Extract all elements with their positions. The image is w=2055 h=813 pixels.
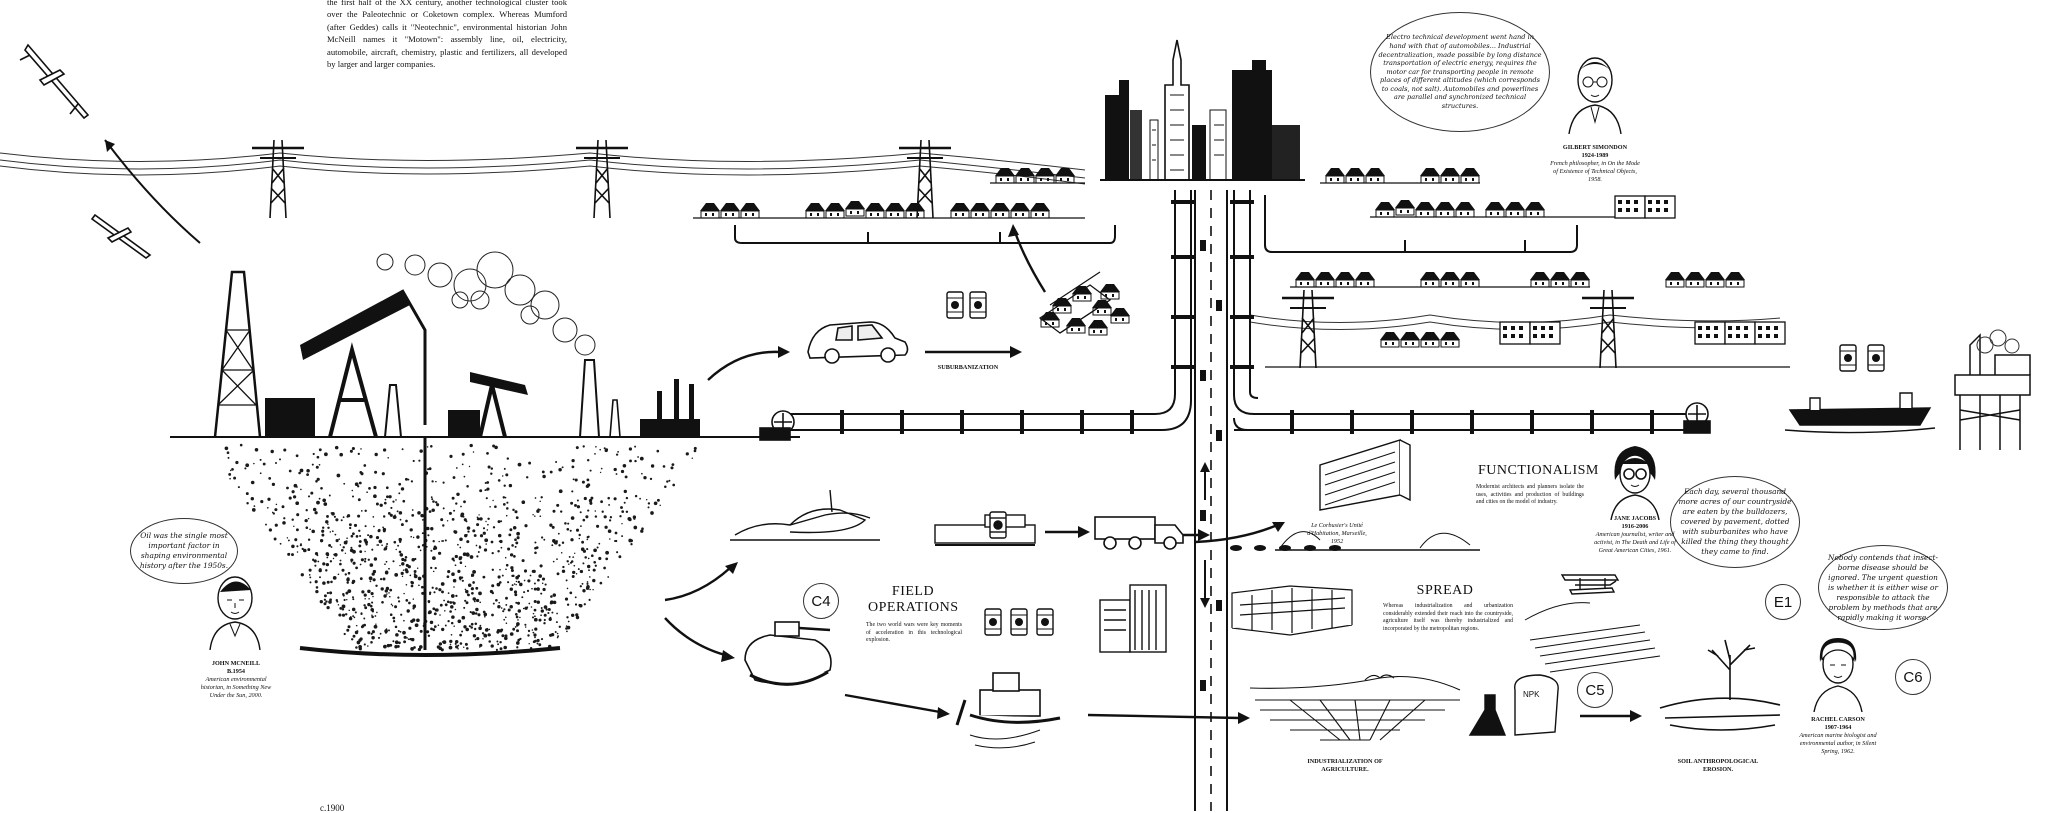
fertilizer-sack-icon — [1468, 674, 1559, 736]
badge-c4: C4 — [803, 583, 839, 619]
flight-arrow — [104, 139, 201, 244]
arrowheads — [721, 224, 1642, 724]
badge-c6: C6 — [1895, 659, 1931, 695]
person-dates: 1924-1989 — [1581, 152, 1609, 159]
quote-bubble-jacobs: Each day, several thousand more acres of… — [1670, 476, 1800, 568]
caption-industrialization: INDUSTRIALIZATION OF AGRICULTURE. — [1307, 758, 1383, 773]
person-role: American marine biologist and environmen… — [1799, 732, 1877, 755]
section-desc-field-operations: The two world wars were key moments of a… — [866, 622, 962, 643]
grain-silo-icon — [1099, 584, 1167, 653]
greenhouse-icon — [1231, 585, 1353, 636]
fertilizer-label: NPK — [1523, 690, 1540, 699]
caption-simondon: GILBERT SIMONDON 1924-1989 French philos… — [1550, 144, 1640, 184]
highway — [1194, 190, 1228, 811]
caption-erosion: SOIL ANTHROPOLOGICAL EROSION. — [1677, 758, 1759, 773]
unite-habitation — [1275, 439, 1480, 551]
caption-corbusier: Le Corbusier's Unité d'Habitation, Marse… — [1307, 522, 1367, 545]
year-label: c.1900 — [320, 803, 345, 813]
oil-field — [170, 270, 800, 438]
plowed-field — [1249, 674, 1461, 741]
section-desc-spread: Whereas industrialization and urbanizati… — [1383, 603, 1513, 632]
biplane-icon — [1560, 574, 1620, 595]
power-lines — [0, 152, 1781, 330]
person-role: American journalist, writer and activist… — [1594, 531, 1676, 554]
city-skyline — [1100, 39, 1305, 181]
section-title-field-operations: FIELD OPERATIONS — [868, 584, 959, 615]
person-role: French philosopher, in On the Mode of Ex… — [1550, 160, 1640, 183]
person-name: GILBERT SIMONDON — [1562, 144, 1628, 151]
pipe-joints — [840, 200, 1654, 434]
person-name: JOHN MCNEILL — [211, 660, 261, 667]
bulldozer-icon — [955, 672, 1061, 749]
section-desc-functionalism: Modernist architects and planners isolat… — [1476, 484, 1584, 505]
offshore-rig-icon — [1954, 333, 2031, 450]
freight-train — [934, 511, 1036, 546]
caption-mcneill: JOHN MCNEILL B.1954 American environment… — [196, 660, 276, 700]
oil-pipeline — [790, 190, 1690, 431]
apartment-block-icon — [1499, 195, 1786, 345]
suburban-houses — [693, 167, 1790, 368]
person-role: American environmental historian, in Som… — [200, 676, 272, 699]
quote-bubble-simondon: Electro technical development went hand … — [1370, 12, 1550, 132]
person-dates: 1907-1964 — [1824, 724, 1852, 731]
tank-icon — [744, 621, 832, 686]
barrel-icon — [984, 608, 1054, 636]
section-title-functionalism: FUNCTIONALISM — [1478, 463, 1599, 478]
smoke — [1976, 329, 2020, 354]
quote-bubble-carson: Nobody contends that insect-borne diseas… — [1818, 545, 1948, 630]
intro-paragraph: the first half of the XX century, anothe… — [327, 0, 567, 70]
oil-reservoir — [224, 437, 697, 657]
oil-tanker-icon — [1784, 392, 1936, 434]
portrait-carson — [1813, 638, 1863, 712]
smoke — [376, 251, 596, 356]
portrait-mcneill — [209, 576, 261, 650]
district-brackets — [734, 195, 1578, 253]
section-title-spread: SPREAD — [1416, 583, 1474, 598]
caption-carson: RACHEL CARSON 1907-1964 American marine … — [1795, 716, 1881, 756]
dead-tree-icon — [1659, 639, 1781, 731]
truck-icon — [1094, 516, 1184, 550]
portrait-simondon — [1568, 57, 1622, 134]
barrel-icon — [946, 291, 987, 319]
war-landing — [730, 489, 880, 541]
portrait-jacobs — [1610, 446, 1660, 520]
person-dates: 1916-2006 — [1621, 523, 1649, 530]
sprayed-field — [1524, 602, 1661, 673]
badge-c5: C5 — [1577, 672, 1613, 708]
quote-bubble-mcneill: Oil was the single most important factor… — [130, 518, 238, 584]
caption-jacobs: JANE JACOBS 1916-2006 American journalis… — [1590, 515, 1680, 555]
cars-row — [1230, 545, 1341, 551]
badge-e1: E1 — [1765, 584, 1801, 620]
valve-icon — [759, 402, 1711, 441]
person-name: RACHEL CARSON — [1811, 716, 1865, 723]
barrel-icon — [1839, 344, 1885, 372]
caption-suburbanization: SUBURBANIZATION — [937, 364, 999, 371]
person-name: JANE JACOBS — [1613, 515, 1657, 522]
car-icon — [807, 321, 909, 364]
airplane-icon — [19, 43, 152, 259]
person-dates: B.1954 — [226, 668, 246, 675]
